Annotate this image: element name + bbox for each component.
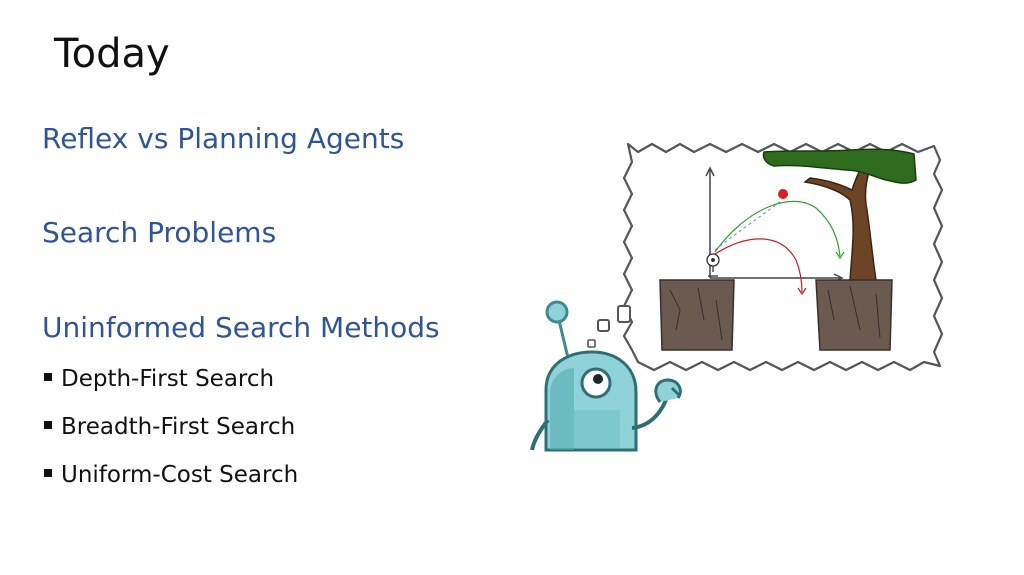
heading-search-problems: Search Problems — [42, 216, 277, 249]
heading-uninformed-search: Uninformed Search Methods — [42, 311, 440, 344]
tree-trunk — [803, 159, 877, 281]
heading-reflex-vs-planning: Reflex vs Planning Agents — [42, 122, 405, 155]
tree-leaves — [762, 148, 917, 184]
thought-dot — [597, 319, 610, 332]
bullet-item: Breadth-First Search — [44, 414, 295, 442]
bullet-label: Breadth-First Search — [61, 414, 296, 440]
bullet-label: Depth-First Search — [61, 366, 275, 392]
apple-icon — [778, 189, 788, 199]
bullet-square-icon — [44, 468, 52, 477]
left-cliff — [659, 279, 735, 351]
thought-dot — [617, 305, 631, 323]
bullet-label: Uniform-Cost Search — [61, 462, 299, 488]
bullet-square-icon — [44, 420, 52, 429]
thinking-robot-apple-tree-icon — [530, 142, 944, 452]
bullet-item: Depth-First Search — [44, 366, 274, 394]
bullet-square-icon — [44, 372, 52, 381]
thought-dot — [587, 339, 596, 348]
right-cliff — [815, 279, 893, 351]
robot-icon — [530, 300, 682, 452]
slide-title: Today — [54, 31, 170, 77]
bullet-item: Uniform-Cost Search — [44, 462, 298, 490]
